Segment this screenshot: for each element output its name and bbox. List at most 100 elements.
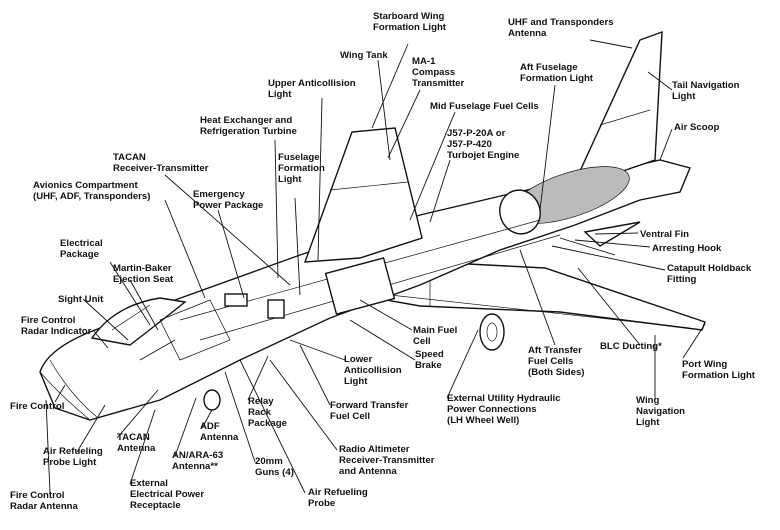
label-line: Receiver-Transmitter <box>339 455 435 466</box>
label-ventral-fin: Ventral Fin <box>640 229 689 240</box>
label-line: Formation <box>278 163 325 174</box>
label-line: External Utility Hydraulic <box>447 393 561 404</box>
label-blc-ducting: BLC Ducting* <box>600 341 662 352</box>
label-line: TACAN <box>113 152 146 163</box>
label-line: AN/ARA-63 <box>172 450 223 461</box>
label-line: Ejection Seat <box>113 274 174 285</box>
label-line: Antenna <box>117 443 156 454</box>
label-line: Light <box>278 174 302 185</box>
label-line: Power Package <box>193 200 263 211</box>
label-line: Arresting Hook <box>652 243 722 254</box>
label-line: TACAN <box>117 432 150 443</box>
label-arresting-hook: Arresting Hook <box>652 243 722 254</box>
label-line: Radar Antenna <box>10 501 79 512</box>
label-line: UHF and Transponders <box>508 17 614 28</box>
label-line: Fire Control <box>10 401 64 412</box>
label-line: Formation Light <box>520 73 594 84</box>
label-line: Air Scoop <box>674 122 719 133</box>
label-line: Mid Fuselage Fuel Cells <box>430 101 539 112</box>
label-line: Air Refueling <box>308 487 368 498</box>
leader-lines <box>45 39 706 494</box>
label-line: Compass <box>412 67 455 78</box>
label-line: Antenna <box>508 28 547 39</box>
label-line: Light <box>268 89 292 100</box>
label-line: BLC Ducting* <box>600 341 662 352</box>
label-line: Starboard Wing <box>373 11 444 22</box>
label-line: Upper Anticollision <box>268 78 356 89</box>
label-line: Fire Control <box>10 490 64 501</box>
label-line: J57-P-420 <box>447 139 492 150</box>
label-line: Avionics Compartment <box>33 180 138 191</box>
label-sight-unit: Sight Unit <box>58 294 104 305</box>
label-line: Fuselage <box>278 152 320 163</box>
label-line: Fuel Cell <box>330 411 370 422</box>
label-line: Formation Light <box>682 370 756 381</box>
label-line: Rack <box>248 407 272 418</box>
label-line: Refrigeration Turbine <box>200 126 297 137</box>
label-line: Wing Tank <box>340 50 388 61</box>
label-line: and Antenna <box>339 466 397 477</box>
label-line: Aft Fuselage <box>520 62 578 73</box>
label-line: Tail Navigation <box>672 80 740 91</box>
starboard-wing <box>303 127 423 263</box>
label-line: Anticollision <box>344 365 402 376</box>
label-line: (Both Sides) <box>528 367 585 378</box>
label-line: Probe <box>308 498 335 509</box>
label-line: Light <box>636 417 660 428</box>
label-line: Fuel Cells <box>528 356 573 367</box>
vertical-tail <box>573 30 663 183</box>
label-line: Air Refueling <box>43 446 103 457</box>
label-line: MA-1 <box>412 56 436 67</box>
label-line: 20mm <box>255 456 283 467</box>
label-mid-fuselage-fuel: Mid Fuselage Fuel Cells <box>430 101 539 112</box>
label-line: Lower <box>344 354 373 365</box>
main-wheel <box>479 313 505 351</box>
label-line: Formation Light <box>373 22 447 33</box>
label-line: Wing <box>636 395 659 406</box>
label-line: Heat Exchanger and <box>200 115 292 126</box>
label-line: ADF <box>200 421 220 432</box>
label-line: Light <box>672 91 696 102</box>
aircraft-drawing <box>39 30 706 421</box>
label-line: Ventral Fin <box>640 229 689 240</box>
label-line: Electrical <box>60 238 103 249</box>
label-line: Emergency <box>193 189 245 200</box>
label-line: Receptacle <box>130 500 181 511</box>
label-line: Navigation <box>636 406 685 417</box>
label-line: Aft Transfer <box>528 345 582 356</box>
label-line: Brake <box>415 360 442 371</box>
label-line: Radio Altimeter <box>339 444 410 455</box>
label-line: Relay <box>248 396 274 407</box>
label-line: Antenna <box>200 432 239 443</box>
canopy <box>90 297 187 346</box>
label-line: Antenna** <box>172 461 218 472</box>
label-line: Sight Unit <box>58 294 104 305</box>
label-wing-tank: Wing Tank <box>340 50 388 61</box>
